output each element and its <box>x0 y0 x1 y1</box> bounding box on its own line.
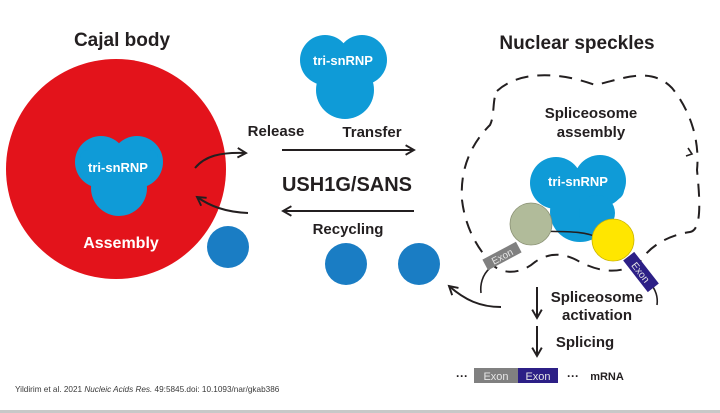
mrna-exon2-block <box>518 368 558 383</box>
transport-tri-snrnp-complex <box>300 35 387 119</box>
release-arrow-icon <box>194 147 248 169</box>
mrna-exon1-block <box>474 368 518 383</box>
bottom-border <box>0 410 720 413</box>
assembly-label: Assembly <box>83 235 159 252</box>
cajal-tri-snrnp-label: tri-snRNP <box>88 160 148 175</box>
release-label: Release <box>248 123 305 140</box>
activation-line1: Spliceosome <box>551 289 644 306</box>
citation: Yildirim et al. 2021 Nucleic Acids Res. … <box>15 385 280 394</box>
splicing-label: Splicing <box>556 334 614 351</box>
yellow-protein <box>591 218 635 262</box>
mrna-exon2-label: Exon <box>525 371 550 383</box>
mrna-dots-right: ··· <box>567 369 579 383</box>
left-exon-block: Exon <box>482 241 522 271</box>
transfer-label: Transfer <box>342 124 401 141</box>
cajal-body-title: Cajal body <box>74 30 171 51</box>
activation-line2: activation <box>562 307 632 324</box>
citation-rest: 49:5845.doi: 10.1093/nar/gkab386 <box>152 385 279 394</box>
green-protein <box>509 202 553 246</box>
speckle-return-arrow-icon <box>447 284 502 308</box>
snrnp-particle-3 <box>398 243 440 285</box>
cajal-tri-snrnp-complex <box>75 136 163 216</box>
ush1g-sans-label: USH1G/SANS <box>282 174 412 196</box>
pre-mrna-left-tail <box>479 267 491 294</box>
citation-journal: Nucleic Acids Res. <box>84 385 152 394</box>
spliceosome-assembly-line2: assembly <box>557 124 626 141</box>
speckle-tri-snrnp-complex <box>530 155 626 242</box>
nuclear-speckles-title: Nuclear speckles <box>499 33 654 54</box>
mrna-label: mRNA <box>590 371 624 383</box>
snrnp-particle-1 <box>207 226 249 268</box>
speckle-boundary <box>460 74 701 273</box>
snrnp-particle-2 <box>325 243 367 285</box>
boundary-tick-icon <box>685 147 694 157</box>
citation-authors: Yildirim et al. 2021 <box>15 385 84 394</box>
recycling-label: Recycling <box>313 221 384 238</box>
spliceosome-assembly-line1: Spliceosome <box>545 105 638 122</box>
return-arrow-icon <box>195 195 249 214</box>
speckle-tri-snrnp-label: tri-snRNP <box>548 174 608 189</box>
right-exon-block: Exon <box>623 251 659 293</box>
transport-tri-snrnp-label: tri-snRNP <box>313 53 373 68</box>
mrna-dots-left: ··· <box>456 369 468 383</box>
left-exon-label: Exon <box>490 247 515 267</box>
mrna-exon1-label: Exon <box>483 371 508 383</box>
